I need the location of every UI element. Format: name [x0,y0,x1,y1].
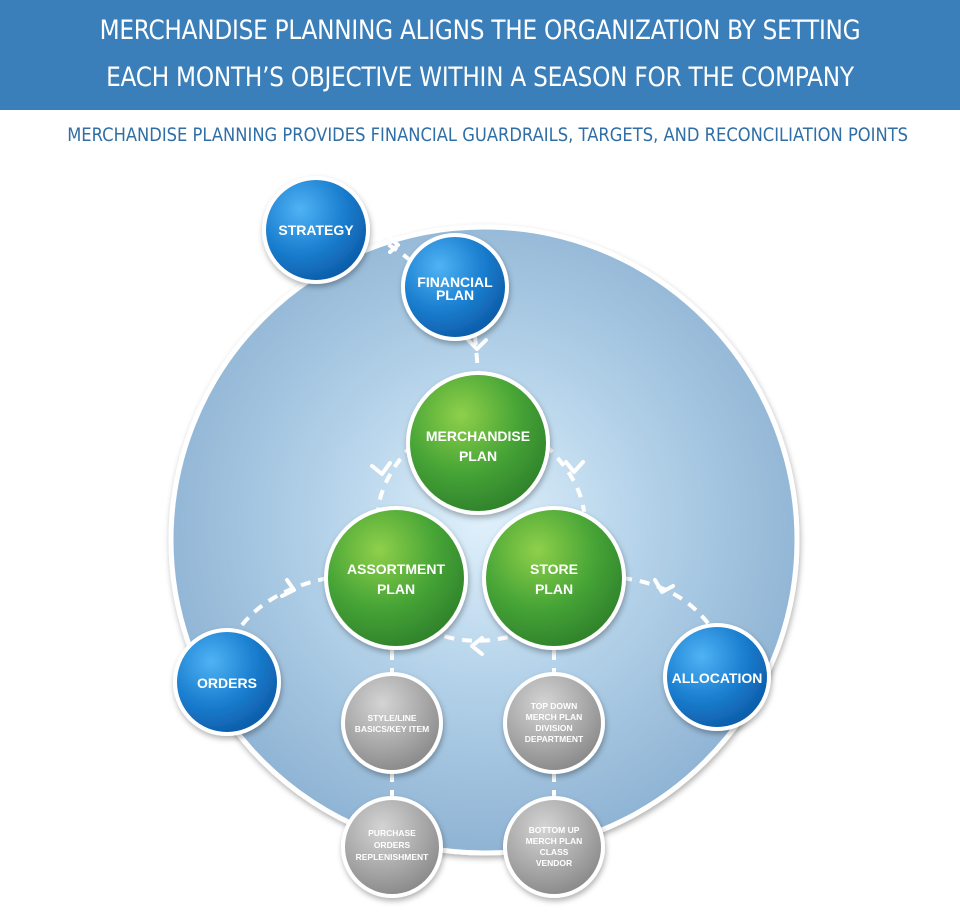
bottom-up-label-4: VENDOR [536,858,572,868]
arrowheads [280,234,675,656]
merchandise-plan-label-1: MERCHANDISE [426,428,530,444]
top-down-label-1: TOP DOWN [531,701,577,711]
orders-label: ORDERS [197,675,257,691]
orders-node[interactable]: ORDERS [173,628,281,736]
arrowhead-financial [466,338,488,351]
arrowhead-merch-right [564,460,585,474]
financial-plan-label-1: FINANCIAL [417,274,493,290]
connector-financial-merch [473,334,480,373]
bottom-up-label-2: MERCH PLAN [526,836,583,846]
connector-merch-assortment [376,443,414,513]
allocation-label: ALLOCATION [672,670,763,686]
assortment-plan-label-1: ASSORTMENT [347,561,445,577]
allocation-node[interactable]: ALLOCATION [663,623,771,731]
bottom-up-label-3: CLASS [540,847,569,857]
top-down-node[interactable]: TOP DOWN MERCH PLAN DIVISION DEPARTMENT [503,672,605,774]
arrowhead-store-left [470,636,484,656]
store-plan-label-2: PLAN [535,581,573,597]
purchase-orders-label-2: ORDERS [374,840,411,850]
financial-plan-node[interactable]: FINANCIAL PLAN [401,233,509,341]
connector-store-allocation [621,576,712,628]
financial-plan-label-2: PLAN [436,287,474,303]
arrowhead-orders [280,578,296,598]
purchase-orders-label-3: REPLENISHMENT [356,852,430,862]
style-line-node[interactable]: STYLE/LINE BASICS/KEY ITEM [341,672,443,774]
style-line-label-2: BASICS/KEY ITEM [355,724,429,734]
bottom-up-label-1: BOTTOM UP [529,825,580,835]
style-line-label-1: STYLE/LINE [367,713,416,723]
assortment-plan-node[interactable]: ASSORTMENT PLAN [324,506,468,650]
merchandise-plan-node[interactable]: MERCHANDISE PLAN [406,371,550,515]
top-down-label-4: DEPARTMENT [525,734,584,744]
store-plan-label-1: STORE [530,561,578,577]
top-down-label-2: MERCH PLAN [526,712,583,722]
arrowhead-merch-left [370,461,392,476]
store-plan-node[interactable]: STORE PLAN [482,506,626,650]
header-banner: MERCHANDISE PLANNING ALIGNS THE ORGANIZA… [0,0,960,110]
arrowhead-strategy [386,234,400,254]
strategy-label: STRATEGY [278,222,354,238]
merchandise-plan-label-2: PLAN [459,448,497,464]
strategy-node[interactable]: STRATEGY [262,176,370,284]
header-line-2: EACH MONTH’S OBJECTIVE WITHIN A SEASON F… [106,62,854,93]
purchase-orders-node[interactable]: PURCHASE ORDERS REPLENISHMENT [341,796,443,898]
connector-assortment-orders [240,576,329,627]
arrowhead-allocation [653,578,675,594]
assortment-plan-label-2: PLAN [377,581,415,597]
top-down-label-3: DIVISION [535,723,572,733]
bottom-up-node[interactable]: BOTTOM UP MERCH PLAN CLASS VENDOR [503,796,605,898]
background-circle [168,224,800,856]
purchase-orders-label-1: PURCHASE [368,828,416,838]
subtitle: MERCHANDISE PLANNING PROVIDES FINANCIAL … [67,124,909,146]
connector-merch-store [543,443,586,513]
header-line-1: MERCHANDISE PLANNING ALIGNS THE ORGANIZA… [99,15,861,46]
